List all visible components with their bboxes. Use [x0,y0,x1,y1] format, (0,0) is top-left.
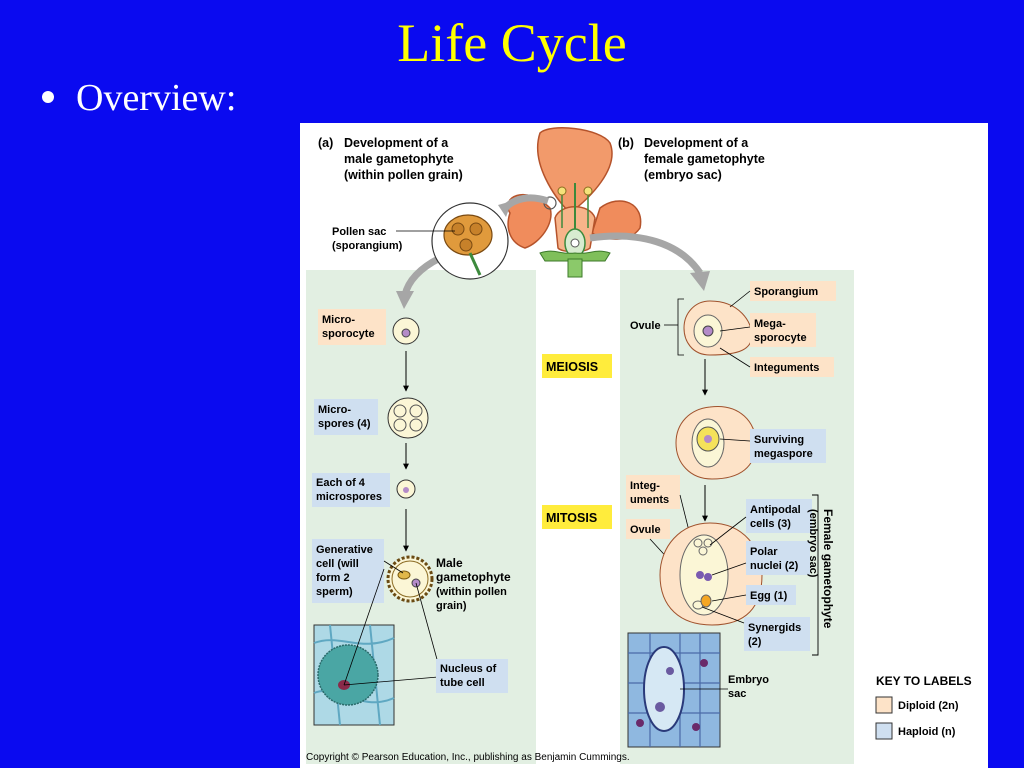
antipodal-line2: cells (3) [750,518,791,530]
male-gametophyte-line4: grain) [436,600,467,612]
integuments-label: Integuments [754,362,819,374]
part-a-letter: (a) [318,136,333,150]
tube-nucleus-line1: Nucleus of [440,663,497,675]
antipodal-line1: Antipodal [750,504,801,516]
svg-text:(a): (a) [318,136,333,150]
megasporocyte-line2: sporocyte [754,332,807,344]
ovule-megasporocyte [683,300,753,356]
part-a-line2: male gametophyte [344,152,454,166]
key-haploid-swatch [875,722,893,740]
generative-line2: cell (will [316,558,359,570]
part-b-line1: Development of a [644,136,749,150]
part-b-line3: (embryo sac) [644,168,722,182]
meiosis-label [542,354,612,378]
bullet-dot-icon [42,91,54,104]
part-a-line3: (within pollen grain) [344,168,463,182]
mitosis-label [542,505,612,529]
surviving-line2: megaspore [754,448,813,460]
mitosis-text: MITOSIS [546,511,597,525]
microspores-line2: spores (4) [318,418,371,430]
generative-line1: Generative [316,544,373,556]
egg-label: Egg (1) [750,590,788,602]
meiosis-text: MEIOSIS [546,360,598,374]
flower-illustration [507,127,642,278]
generative-line3: form 2 [316,572,350,584]
bullet-overview: Overview: [42,76,236,120]
key-diploid-swatch [875,696,893,714]
integ-uments-line1: Integ- [630,480,660,492]
microsporocyte-line2: sporocyte [322,328,375,340]
generative-line4: sperm) [316,586,353,598]
embryo-sac-line1: Embryo [728,674,769,686]
pollen-micrograph [313,624,395,726]
female-vertical-line2: (embryo sac) [807,509,819,578]
pollen-sac-line1: Pollen sac [332,226,386,238]
polar-line2: nuclei (2) [750,560,799,572]
copyright-text: Copyright © Pearson Education, Inc., pub… [306,752,630,763]
microspore-tetrad [387,397,429,439]
each-microspore-line1: Each of 4 [316,477,366,489]
megasporocyte-line1: Mega- [754,318,786,330]
bullet-text: Overview: [76,77,237,119]
anther-zoom [431,202,509,280]
surviving-line1: Surviving [754,434,804,446]
life-cycle-figure: (a) Development of a male gametophyte (w… [300,123,988,768]
slide-title: Life Cycle [397,13,627,73]
ovule2-label: Ovule [630,524,661,536]
each-microspore-line2: microspores [316,491,382,503]
male-gametophyte-line1: Male [436,556,463,570]
key-diploid: Diploid (2n) [898,700,959,712]
embryo-sac-line2: sac [728,688,746,700]
part-b-line2: female gametophyte [644,152,765,166]
male-gametophyte-line2: gametophyte [436,570,511,584]
key-haploid: Haploid (n) [898,726,956,738]
pollen-grain [386,555,434,603]
pollen-sac-line2: (sporangium) [332,240,403,252]
sporangium-label: Sporangium [754,286,818,298]
microspores-line1: Micro- [318,404,351,416]
key-title: KEY TO LABELS [876,674,972,688]
ovule-surviving-megaspore [675,406,757,480]
integ-uments-line2: uments [630,494,669,506]
ovule-label: Ovule [630,320,661,332]
microsporocyte-line1: Micro- [322,314,355,326]
synergids-line2: (2) [748,636,762,648]
embryo-sac-micrograph [627,632,721,748]
tube-nucleus-line2: tube cell [440,677,485,689]
male-gametophyte-line3: (within pollen [436,586,507,598]
synergids-line1: Synergids [748,622,801,634]
figure-svg: (a) Development of a male gametophyte (w… [306,127,972,764]
arrow-flower-to-ovule [589,232,703,276]
ovule-embryo-sac [659,522,763,626]
part-a-line1: Development of a [344,136,449,150]
polar-line1: Polar [750,546,778,558]
part-b-letter: (b) [618,136,634,150]
female-vertical-line1: Female gametophyte [821,509,835,629]
